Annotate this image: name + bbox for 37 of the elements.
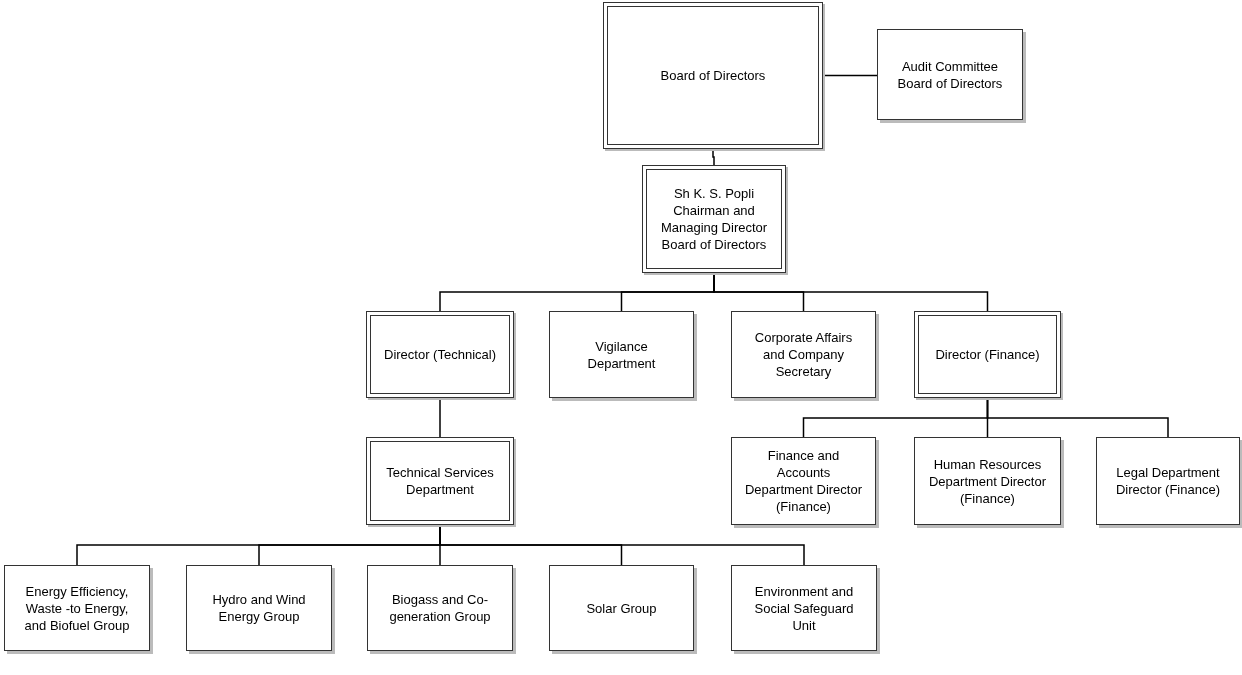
box-label: Environment and Social Safeguard Unit <box>753 582 855 634</box>
box-label: Director (Finance) <box>935 346 1040 363</box>
connector-line <box>713 272 989 312</box>
double-border-box <box>914 311 1061 398</box>
double-border-box <box>603 2 823 149</box>
org-box <box>731 437 876 525</box>
box-label: Director (Technical) <box>384 346 496 363</box>
box-label: Corporate Affairs and Company Secretary <box>753 329 854 380</box>
org-box <box>4 565 150 651</box>
connector-line <box>439 397 441 438</box>
box-label: Human Resources Department Director (Finance) <box>927 455 1047 507</box>
box-label: Solar Group <box>586 599 657 617</box>
box-label: Finance and Accounts Department Director (Finance) <box>744 447 863 515</box>
connector-line <box>986 397 1169 438</box>
org-box <box>186 565 332 651</box>
box-label: Biogass and Co-generation Group <box>388 591 492 625</box>
org-box <box>1096 437 1240 525</box>
connector-line <box>822 74 878 77</box>
box-label: Technical Services Department <box>385 464 495 498</box>
connector-line <box>712 148 715 166</box>
box-label: Sh K. S. Popli Chairman and Managing Director Board of Directors <box>659 185 769 253</box>
double-border-box <box>642 165 786 273</box>
org-box <box>367 565 513 651</box>
org-box <box>549 565 694 651</box>
box-label: Hydro and Wind Energy Group <box>211 591 307 625</box>
box-label: Board of Directors <box>660 67 766 84</box>
box-label: Audit Committee Board of Directors <box>896 57 1004 92</box>
double-border-box <box>366 437 514 525</box>
box-label: Vigilance Department <box>586 337 657 372</box>
org-box <box>877 29 1023 120</box>
box-label: Legal Department Director (Finance) <box>1115 464 1221 498</box>
org-box <box>731 565 877 651</box>
double-border-box <box>366 311 514 398</box>
org-box <box>549 311 694 398</box>
org-box <box>914 437 1061 525</box>
box-label: Energy Efficiency, Waste -to Energy, and Biofuel Group <box>23 582 131 634</box>
org-box <box>731 311 876 398</box>
